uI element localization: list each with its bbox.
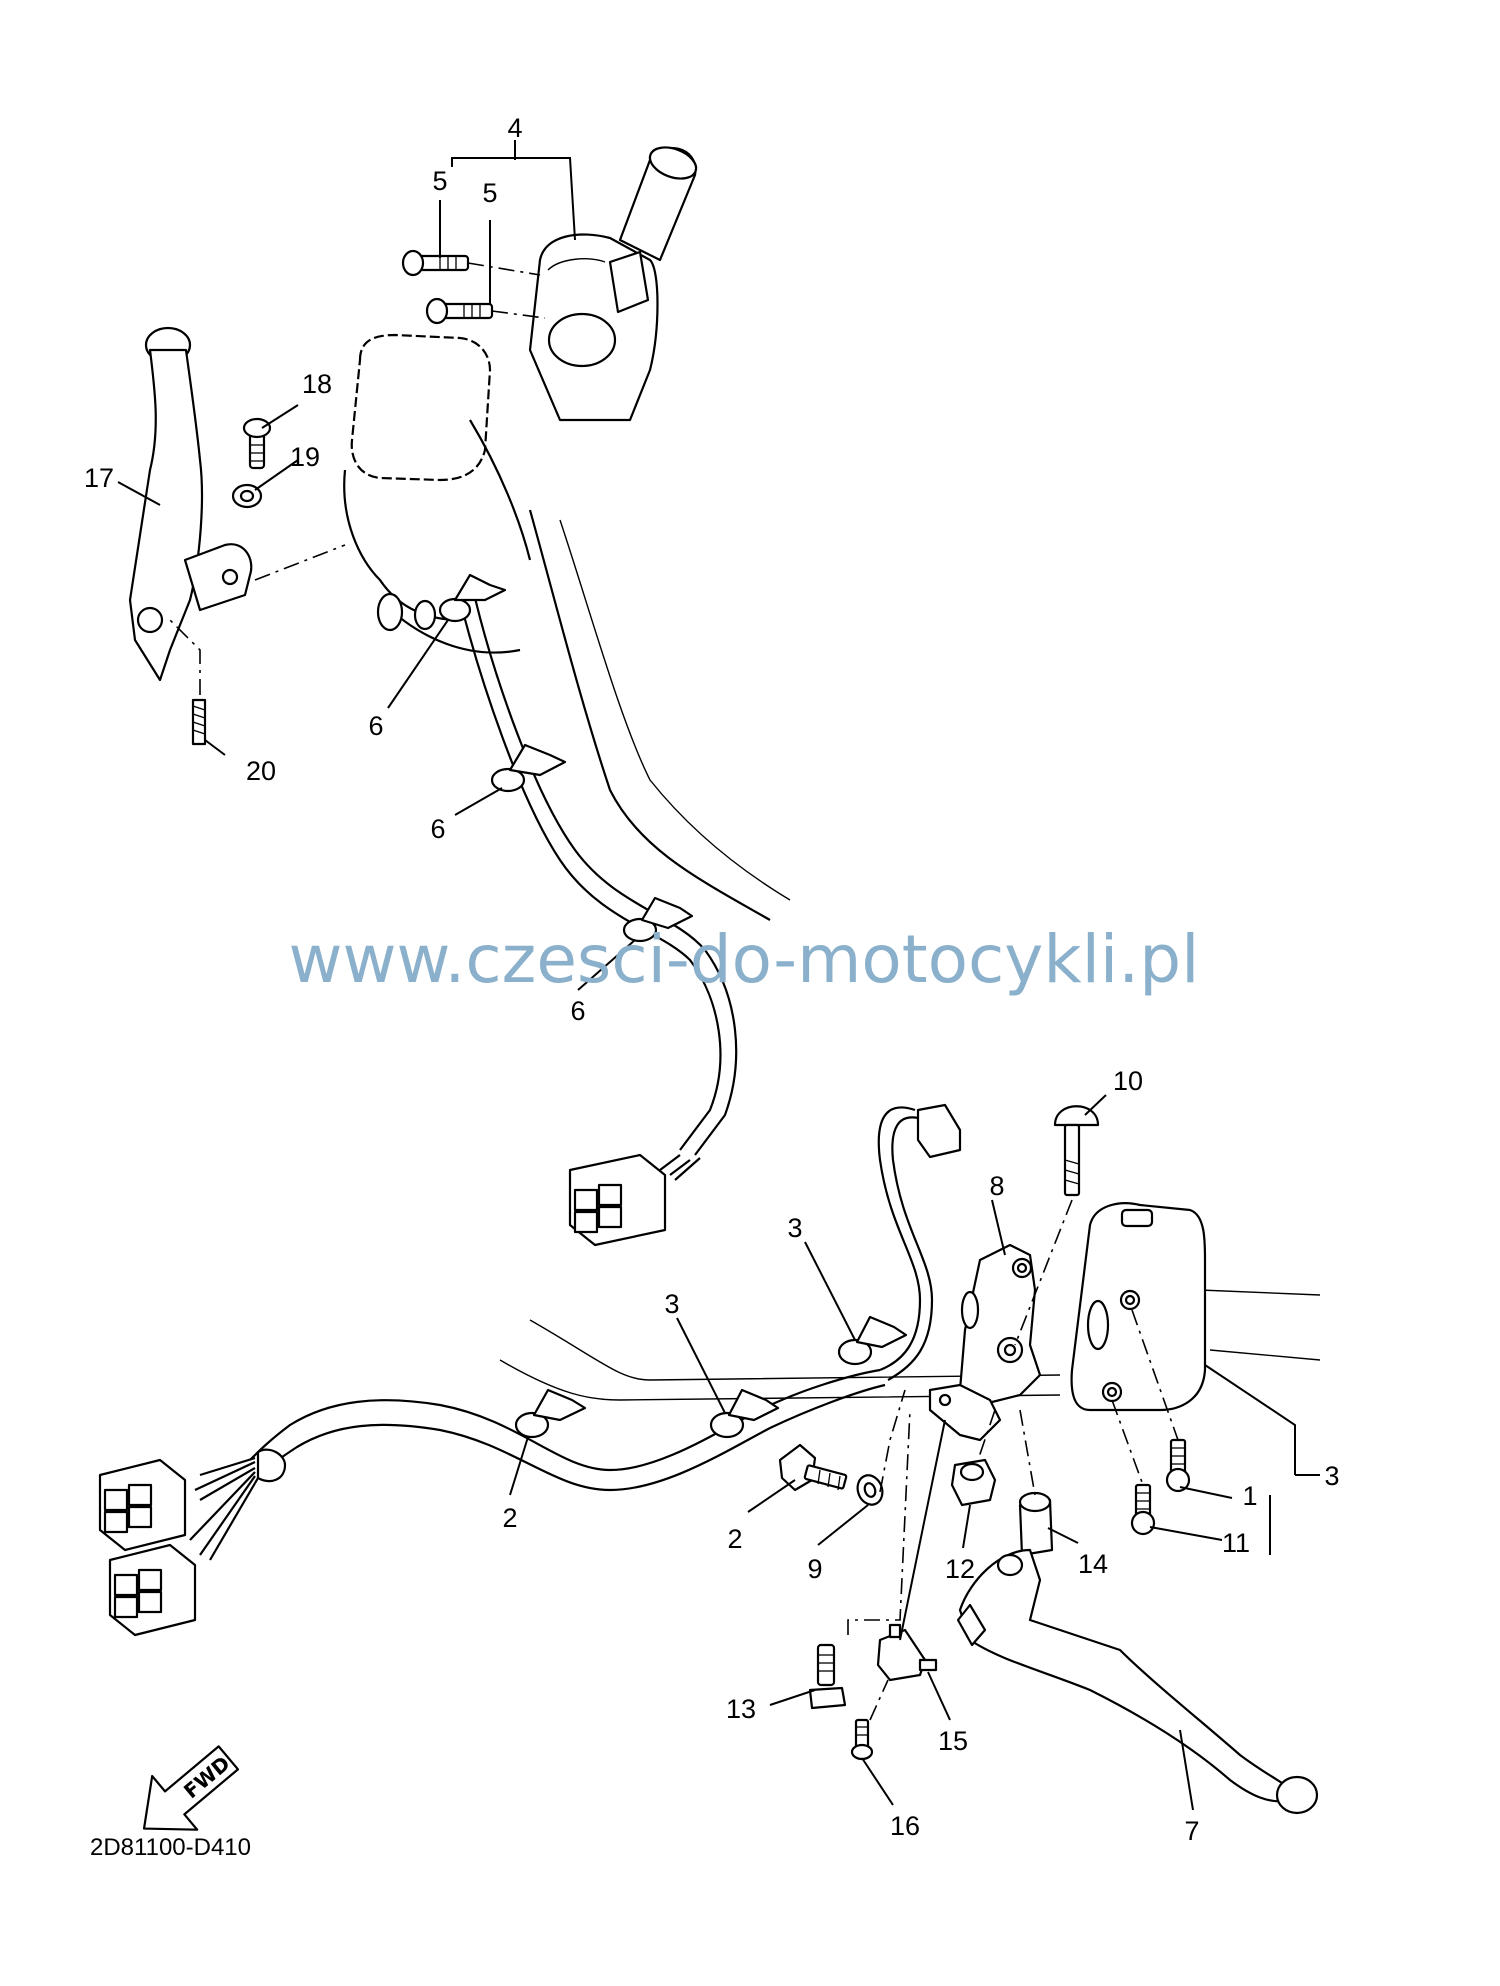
- coupler-right-a: [98, 1458, 187, 1552]
- handlebar-grip: [618, 146, 698, 262]
- label-7: 7: [1184, 1816, 1199, 1846]
- label-1: 3: [1324, 1461, 1339, 1491]
- screw-2a: [1165, 1438, 1191, 1493]
- label-18: 18: [302, 369, 332, 399]
- label-20: 20: [246, 756, 276, 786]
- right-handlebar-assembly: [98, 1103, 1321, 1815]
- spring-20: [191, 698, 207, 746]
- brake-switch-15: [876, 1623, 938, 1682]
- part-number-labels: 4 5 5 18 19 17 6 20 6 6 10 8 3 3 3 1 2 2…: [84, 113, 1340, 1846]
- collar-9: [1018, 1491, 1054, 1557]
- lock-washer-12: [856, 1474, 884, 1506]
- label-5a: 5: [432, 166, 447, 196]
- bolt-18: [242, 417, 272, 470]
- label-14: 12: [945, 1554, 975, 1584]
- clutch-lever-17: [128, 326, 253, 682]
- master-cylinder-bracket-8: [928, 1243, 1042, 1442]
- wire-clamp-3c: [837, 1315, 908, 1366]
- bracket-4: [451, 157, 576, 241]
- label-2b: 11: [1222, 1528, 1250, 1558]
- wire-clamp-3b: [709, 1388, 780, 1439]
- label-9: 14: [1078, 1549, 1108, 1579]
- label-12: 9: [807, 1554, 822, 1584]
- label-3c: 2: [502, 1503, 517, 1533]
- label-4: 4: [507, 113, 522, 143]
- label-5b: 5: [482, 178, 497, 208]
- pivot-bolt-10: [1053, 1105, 1100, 1197]
- throttle-switch-wire: [877, 1103, 962, 1381]
- label-8: 8: [989, 1171, 1004, 1201]
- wire-clamp-6a: [438, 573, 507, 623]
- label-3b: 3: [664, 1289, 679, 1319]
- screw-16: [850, 1718, 874, 1761]
- label-16: 16: [890, 1811, 920, 1841]
- left-switch-wire: [458, 597, 738, 1181]
- coupler-left: [568, 1153, 667, 1247]
- bolt-13: [808, 1643, 847, 1710]
- label-19: 19: [290, 442, 320, 472]
- label-6c: 6: [570, 996, 585, 1026]
- label-17: 17: [84, 463, 114, 493]
- right-switch-housing: [1070, 1202, 1207, 1412]
- bolt-11: [778, 1443, 848, 1492]
- clutch-lever-holder: [343, 333, 532, 654]
- coupler-right-b: [108, 1543, 197, 1637]
- nut-19: [231, 483, 263, 509]
- watermark-text: www.czesci-do-motocykli.pl: [289, 921, 1200, 998]
- label-3a: 3: [787, 1213, 802, 1243]
- wire-clamp-6c: [622, 896, 694, 943]
- label-6b: 6: [430, 814, 445, 844]
- label-15: 15: [938, 1726, 968, 1756]
- leader-lines: [117, 404, 1194, 1811]
- diagram-code: 2D81100-D410: [90, 1834, 251, 1861]
- left-handlebar-assembly: [128, 140, 791, 1247]
- label-11: 2: [727, 1524, 742, 1554]
- screw-5a: [401, 249, 470, 277]
- screw-2b: [1130, 1483, 1156, 1536]
- right-switch-wire: [189, 1368, 886, 1561]
- label-6a: 6: [368, 711, 383, 741]
- nut-14: [950, 1458, 997, 1507]
- wire-clamp-6b: [490, 743, 567, 793]
- bracket-1: [1204, 1364, 1296, 1475]
- label-2a: 1: [1242, 1481, 1257, 1511]
- front-brake-lever-7: [956, 1548, 1319, 1815]
- wire-clamp-3a: [514, 1388, 587, 1439]
- label-13: 13: [726, 1694, 756, 1724]
- left-switch-housing: [528, 233, 659, 422]
- label-10: 10: [1113, 1066, 1143, 1096]
- screw-5b: [425, 297, 494, 325]
